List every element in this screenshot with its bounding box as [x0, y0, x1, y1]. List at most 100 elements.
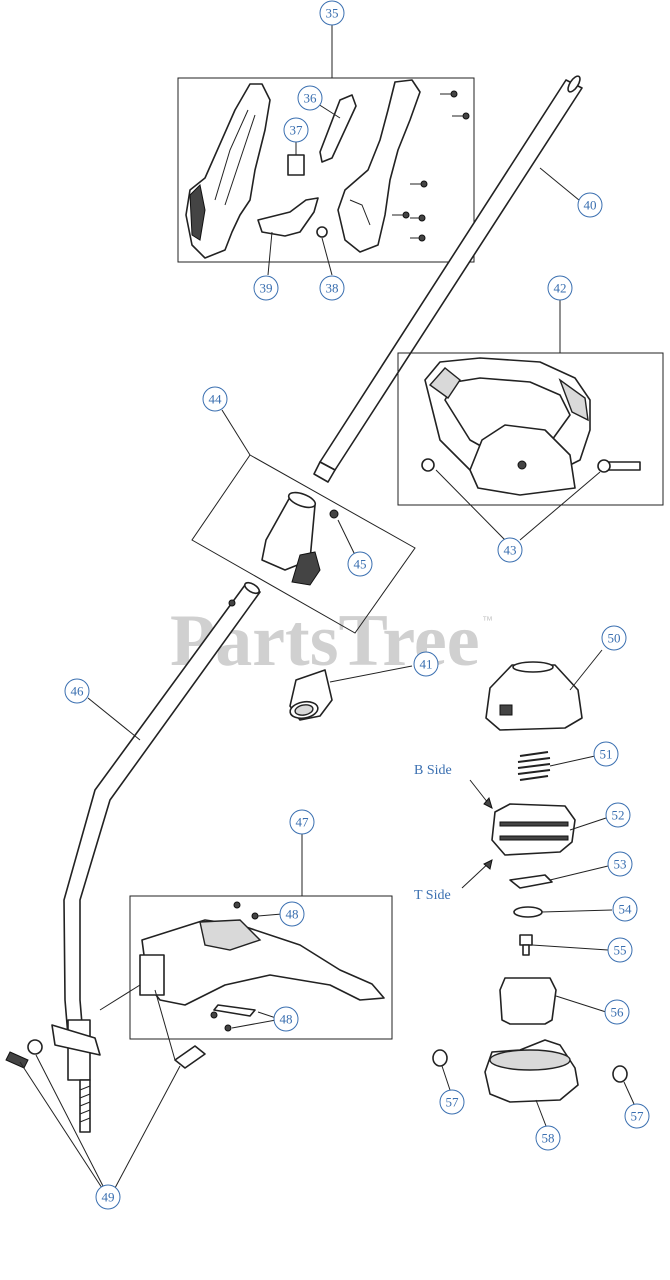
callout-circle — [624, 1103, 650, 1129]
coupler-frame — [191, 454, 416, 634]
callout-labels: 35 36 37 38 39 40 41 42 43 44 45 46 47 48 48 49 50 51 52 53… — [64, 0, 650, 1210]
left-housing-half — [185, 83, 271, 259]
shield-mount — [139, 954, 165, 996]
switch-module — [287, 154, 305, 176]
callout-circle — [497, 537, 523, 563]
callout-circle — [577, 192, 603, 218]
switch-bar — [319, 94, 357, 163]
callout-39: 39 — [253, 275, 279, 301]
callout-number: 42 — [554, 281, 567, 296]
left-housing-grip — [189, 183, 206, 241]
head-bolt — [519, 934, 533, 946]
watermark-trademark: ™ — [482, 615, 493, 627]
callout-circle — [273, 1006, 299, 1032]
assist-handle-group — [397, 300, 664, 541]
callout-53: 53 — [607, 851, 633, 877]
callout-circle — [64, 678, 90, 704]
callout-50: 50 — [601, 625, 627, 651]
callout-47: 47 — [289, 809, 315, 835]
callout-circle — [607, 851, 633, 877]
callout-number: 54 — [619, 902, 633, 917]
clamp-nut — [421, 458, 435, 472]
callout-number: 36 — [304, 91, 318, 106]
callout-44: 44 — [202, 386, 228, 412]
callout-circle — [297, 85, 323, 111]
b-side-label: B Side — [414, 763, 452, 778]
trigger-spring — [316, 226, 328, 238]
callout-number: 57 — [631, 1109, 645, 1124]
callout-51: 51 — [593, 741, 619, 767]
spool-hub — [499, 977, 557, 1025]
callout-52: 52 — [605, 802, 631, 828]
callout-circle — [601, 625, 627, 651]
callout-35: 35 — [319, 0, 345, 26]
spool-spring — [517, 751, 551, 781]
callout-number: 58 — [542, 1131, 555, 1146]
spool-housing — [484, 1039, 579, 1103]
clamp-bolt-lower — [174, 1045, 206, 1069]
upper-shaft — [313, 75, 586, 483]
callout-circle — [612, 896, 638, 922]
callout-number: 43 — [504, 543, 517, 558]
callout-43: 43 — [497, 537, 523, 563]
callout-circle — [289, 809, 315, 835]
right-housing-half — [337, 79, 421, 253]
clamp-washer — [27, 1039, 43, 1055]
callout-circle — [439, 1089, 465, 1115]
callout-number: 38 — [326, 281, 339, 296]
callout-number: 35 — [326, 6, 339, 21]
callout-55: 55 — [607, 937, 633, 963]
callout-40: 40 — [577, 192, 603, 218]
spool — [491, 803, 576, 856]
callout-number: 49 — [102, 1190, 115, 1205]
callout-57: 57 — [439, 1089, 465, 1115]
callout-48: 48 — [273, 1006, 299, 1032]
callout-56: 56 — [604, 999, 630, 1025]
callout-37: 37 — [283, 117, 309, 143]
callout-42: 42 — [547, 275, 573, 301]
callout-circle — [202, 386, 228, 412]
lower-shaft — [5, 581, 261, 1189]
callout-circle — [253, 275, 279, 301]
coupler-group — [191, 409, 416, 634]
handle-group-frame — [177, 77, 475, 263]
guard-shield-group — [99, 834, 393, 1061]
callout-number: 50 — [608, 631, 621, 646]
handle-housing-group — [177, 25, 475, 276]
line-eyelet-right — [612, 1065, 628, 1083]
callout-circle — [95, 1184, 121, 1210]
callout-number: 37 — [290, 123, 304, 138]
callout-41: 41 — [413, 651, 439, 677]
callout-circle — [283, 117, 309, 143]
callout-circle — [319, 0, 345, 26]
callout-number: 47 — [296, 815, 310, 830]
callout-36: 36 — [297, 85, 323, 111]
callout-57: 57 — [624, 1103, 650, 1129]
assist-handle-clamp — [469, 424, 576, 496]
callout-number: 51 — [600, 747, 613, 762]
shaft-clamp — [51, 1024, 101, 1056]
t-side-label: T Side — [414, 888, 451, 903]
callout-54: 54 — [612, 896, 638, 922]
coupler-knob — [291, 551, 321, 586]
callout-number: 44 — [209, 392, 223, 407]
callout-number: 48 — [286, 907, 299, 922]
callout-number: 48 — [280, 1012, 293, 1027]
callout-number: 53 — [614, 857, 627, 872]
callout-circle — [319, 275, 345, 301]
spool-cover — [485, 664, 583, 731]
callout-46: 46 — [64, 678, 90, 704]
callout-48: 48 — [279, 901, 305, 927]
callout-number: 56 — [611, 1005, 625, 1020]
callout-number: 39 — [260, 281, 273, 296]
callout-circle — [547, 275, 573, 301]
callout-number: 41 — [420, 657, 433, 672]
spool-clip — [509, 874, 553, 889]
callout-circle — [605, 802, 631, 828]
callout-number: 45 — [354, 557, 367, 572]
callout-49: 49 — [95, 1184, 121, 1210]
callout-number: 52 — [612, 808, 625, 823]
callout-number: 46 — [71, 684, 85, 699]
callout-circle — [347, 551, 373, 577]
